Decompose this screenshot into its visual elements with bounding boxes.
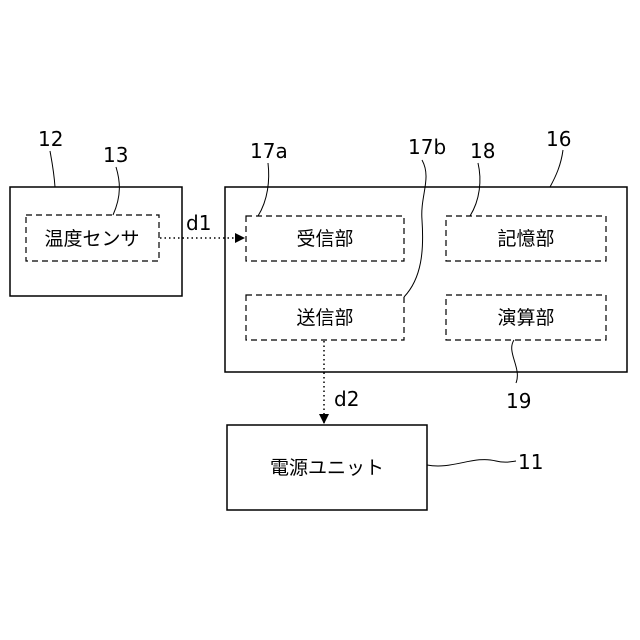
leader-line-17b — [404, 160, 426, 297]
leader-line-12 — [50, 151, 55, 187]
power-unit-label: 電源ユニット — [270, 457, 384, 479]
memory-label: 記憶部 — [497, 228, 554, 250]
signal-d2-label: d2 — [334, 387, 359, 411]
ref-11: 11 — [518, 450, 543, 474]
leader-line-17a — [258, 163, 269, 216]
temp-sensor-label: 温度センサ — [44, 228, 139, 250]
leader-line-13 — [113, 167, 119, 215]
ref-16: 16 — [546, 127, 571, 151]
leader-line-16 — [550, 150, 563, 187]
ref-18: 18 — [470, 139, 495, 163]
calculator-label: 演算部 — [497, 307, 554, 329]
leader-line-19 — [512, 340, 518, 383]
ref-17b: 17b — [408, 135, 446, 159]
receiver-label: 受信部 — [296, 228, 353, 250]
controller-box — [225, 187, 627, 372]
ref-12: 12 — [38, 127, 63, 151]
leader-line-18 — [470, 163, 480, 216]
ref-19: 19 — [506, 389, 531, 413]
transmitter-label: 送信部 — [296, 307, 353, 329]
ref-13: 13 — [103, 143, 128, 167]
leader-line-11 — [427, 460, 516, 466]
ref-17a: 17a — [250, 139, 288, 163]
signal-d1-label: d1 — [186, 211, 211, 235]
